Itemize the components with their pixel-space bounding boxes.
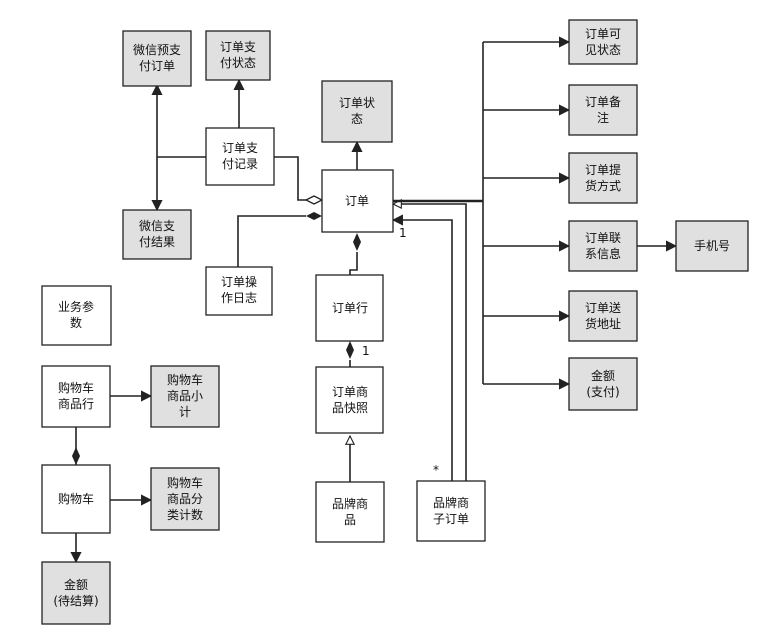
diamond-oplog-order: [306, 212, 322, 220]
node-visible-status[interactable]: 订单可见状态: [568, 19, 638, 65]
node-pay-record-label: 订单支付记录: [222, 141, 258, 171]
node-wx-result[interactable]: 微信支付结果: [122, 209, 192, 260]
node-phone[interactable]: 手机号: [675, 220, 749, 272]
node-phone-label: 手机号: [694, 239, 730, 253]
node-brand-goods[interactable]: 品牌商品: [315, 481, 385, 543]
node-brand-goods-label: 品牌商品: [332, 496, 368, 527]
node-cart-label: 购物车: [58, 491, 94, 506]
diamond-snapshot-line: [346, 341, 354, 359]
diamond-line-order: [353, 233, 361, 251]
node-wx-prepay-label: 微信预支付订单: [133, 43, 181, 73]
node-order-status-label: 订单状态: [339, 96, 375, 126]
node-op-log[interactable]: 订单操作日志: [205, 266, 273, 316]
node-contact-label: 订单联系信息: [585, 231, 621, 261]
node-order-status[interactable]: 订单状态: [321, 80, 393, 143]
node-goods-snapshot-label: 订单商品快照: [332, 384, 368, 415]
node-order[interactable]: 订单: [321, 169, 394, 233]
node-amount-settle[interactable]: 金额(待结算): [41, 561, 111, 625]
node-cart-line-label: 购物车商品行: [58, 380, 94, 411]
node-cart-line-subtotal-label: 购物车商品小计: [167, 372, 203, 419]
node-address-label: 订单送货地址: [585, 300, 621, 331]
node-remark-label: 订单备注: [585, 95, 621, 125]
node-amount-pay[interactable]: 金额(支付): [568, 357, 638, 411]
node-delivery-label: 订单提货方式: [585, 162, 621, 193]
node-visible-status-label: 订单可见状态: [585, 27, 621, 57]
connectors: [70, 36, 678, 564]
edge-suborder-inherit: [393, 204, 467, 481]
node-brand-suborder[interactable]: 品牌商子订单: [416, 480, 486, 542]
node-delivery[interactable]: 订单提货方式: [568, 152, 638, 204]
node-remark[interactable]: 订单备注: [568, 84, 638, 136]
diamond-cartline-cart: [72, 447, 80, 465]
node-pay-status-label: 订单支付状态: [220, 40, 256, 70]
node-wx-prepay[interactable]: 微信预支付订单: [122, 30, 192, 87]
multiplicity-order-suborder: 1: [399, 226, 407, 240]
node-goods-snapshot[interactable]: 订单商品快照: [315, 366, 384, 434]
node-order-line-label: 订单行: [332, 301, 368, 315]
node-op-log-label: 订单操作日志: [221, 274, 257, 305]
node-address[interactable]: 订单送货地址: [568, 290, 638, 342]
edge-line-order: [349, 252, 358, 275]
node-pay-status[interactable]: 订单支付状态: [205, 30, 271, 81]
edge-oplog-order: [237, 215, 306, 267]
node-brand-suborder-label: 品牌商子订单: [433, 495, 469, 526]
nodes: 微信预支付订单 订单支付状态 订单支付记录 微信支付结果 订单状态 订单 订单操…: [41, 19, 749, 625]
multiplicity-order-line: 1: [362, 344, 370, 358]
edge-suborder-assoc: [391, 214, 453, 481]
node-amount-pay-label: 金额(支付): [586, 368, 619, 399]
edge-record-order: [274, 156, 306, 201]
diamond-record-order: [304, 195, 324, 205]
node-cart[interactable]: 购物车: [41, 464, 111, 534]
node-cart-line[interactable]: 购物车商品行: [41, 365, 111, 428]
node-cart-category-count[interactable]: 购物车商品分类计数: [150, 467, 220, 531]
node-order-label: 订单: [345, 194, 369, 208]
node-pay-record[interactable]: 订单支付记录: [205, 127, 275, 186]
node-contact[interactable]: 订单联系信息: [568, 220, 638, 272]
node-biz-params[interactable]: 业务参数: [41, 285, 112, 346]
node-cart-category-count-label: 购物车商品分类计数: [167, 475, 203, 522]
multiplicity-suborder-star: *: [433, 463, 439, 477]
node-amount-settle-label: 金额(待结算): [53, 577, 98, 608]
node-cart-line-subtotal[interactable]: 购物车商品小计: [150, 365, 220, 428]
node-wx-result-label: 微信支付结果: [139, 219, 175, 249]
node-biz-params-label: 业务参数: [58, 299, 94, 330]
node-order-line[interactable]: 订单行: [315, 274, 384, 342]
